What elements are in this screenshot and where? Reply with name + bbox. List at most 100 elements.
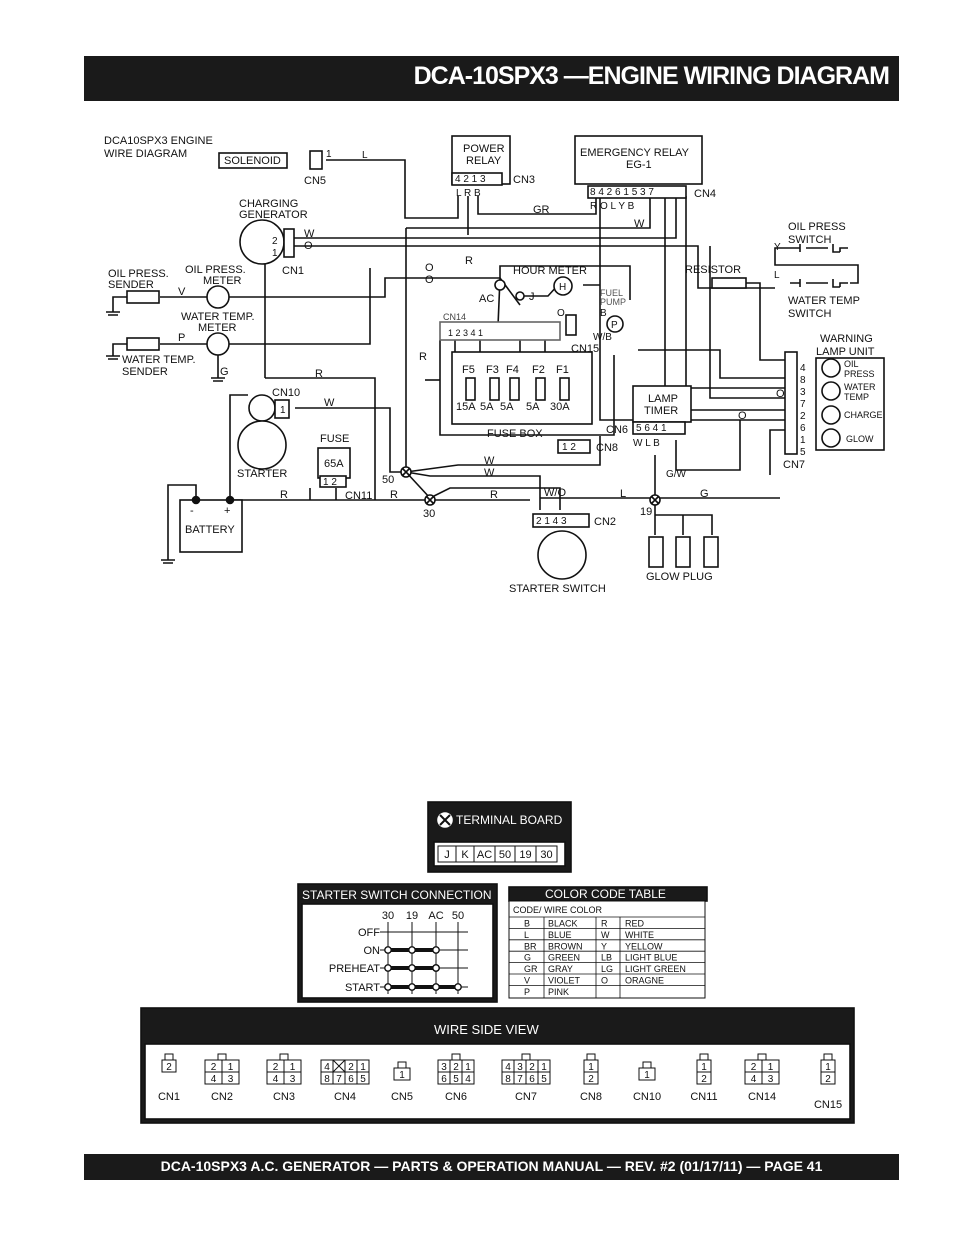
water-temp-switch <box>790 279 848 288</box>
connector-pin-number: 1 <box>825 1062 831 1073</box>
connector-label: CN14 <box>748 1091 776 1103</box>
cct-color: YELLOW <box>625 941 663 951</box>
connector-key <box>757 1053 767 1061</box>
connector-pin-cell <box>761 1071 780 1085</box>
ssc-column-label: 30 <box>382 910 394 922</box>
fuse-name: F4 <box>506 364 519 376</box>
lamp-timer-label-1: LAMP <box>648 393 678 405</box>
ground-symbol <box>161 559 175 564</box>
oil-press-sender-label-1: OIL PRESS. <box>108 268 169 280</box>
cn7-pin-5: 5 <box>800 447 806 458</box>
wire-label-r-5: R <box>390 489 398 501</box>
fuse-element <box>489 377 500 401</box>
terminal-cell-label: 30 <box>540 849 552 861</box>
connector-pin-number: 3 <box>441 1062 447 1073</box>
ground-symbol <box>106 343 127 360</box>
cn7-pin-4: 4 <box>800 363 806 374</box>
connector-pin-cell <box>283 1071 302 1085</box>
cn4-label: CN4 <box>694 188 716 200</box>
connector-label: CN2 <box>211 1091 233 1103</box>
wire-label-r-6: R <box>490 489 498 501</box>
connector-pin-number: 1 <box>588 1062 594 1073</box>
lamp-timer-box <box>632 385 692 423</box>
connector-label: CN7 <box>515 1091 537 1103</box>
wire-label-o-2: O <box>425 262 434 274</box>
lamp-water-temp <box>821 381 841 401</box>
lamp-water-temp-label-1: WATER <box>844 382 876 392</box>
cct-code: Y <box>601 941 607 951</box>
diagram-title-line2: WIRE DIAGRAM <box>104 148 187 160</box>
cn7-label: CN7 <box>783 459 805 471</box>
cn4-connector <box>587 185 687 199</box>
cn1-pin2: 2 <box>272 236 278 247</box>
fuse-rating-label: 5A <box>526 401 540 413</box>
cn5-label: CN5 <box>304 175 326 187</box>
cn3-connector <box>451 172 503 186</box>
cn3-pins: 4 2 1 3 <box>455 174 486 185</box>
wire-label-w-4: W <box>484 455 495 467</box>
cct-code: P <box>524 987 530 997</box>
ssc-column-label: AC <box>428 910 443 922</box>
battery-negative-post <box>191 495 201 505</box>
terminal-50-label: 50 <box>382 474 394 486</box>
cn7-pin-6: 6 <box>800 423 806 434</box>
cn14-connector <box>439 321 561 341</box>
connector-pin-number: 2 <box>348 1062 354 1073</box>
cn1-label: CN1 <box>282 265 304 277</box>
battery-plus-sign: + <box>224 505 230 517</box>
cn2-connector <box>532 513 590 528</box>
fuse-rating-label: 5A <box>500 401 514 413</box>
wire-label-g-2: G <box>700 488 709 500</box>
fuse-box <box>451 351 593 425</box>
fuse-element <box>465 377 476 401</box>
cct-code: GR <box>524 964 538 974</box>
terminal-cell-label: K <box>461 849 469 861</box>
connector-pin-number: 1 <box>228 1062 234 1073</box>
cct-color: BLACK <box>548 919 578 929</box>
cn8-label: CN8 <box>596 442 618 454</box>
fuse-name: F5 <box>462 364 475 376</box>
cn8-connector <box>557 439 591 454</box>
cct-code: O <box>601 976 608 986</box>
fuse-element <box>559 377 570 401</box>
lamp-charge <box>821 405 841 425</box>
cn3-label: CN3 <box>513 174 535 186</box>
lamp-water-temp-label-2: TEMP <box>844 392 869 402</box>
fuse-rating-label: 30A <box>550 401 570 413</box>
power-relay-wire-labels: L R B <box>456 188 481 199</box>
oil-press-meter <box>206 285 230 309</box>
cct-code: B <box>524 919 530 929</box>
wire-label-r-4: R <box>280 489 288 501</box>
wire-label-gw: G/W <box>666 469 687 480</box>
connector-pin-cell <box>696 1071 712 1085</box>
connector-pin-number: 8 <box>324 1074 330 1085</box>
warning-lamp-unit-label-1: WARNING <box>820 333 873 345</box>
connector-pin-number: 2 <box>825 1074 831 1085</box>
title-bar: DCA-10SPX3 —ENGINE WIRING DIAGRAM <box>84 56 899 101</box>
wire-label-j: J <box>529 291 535 303</box>
connector-pin-number: 2 <box>588 1074 594 1085</box>
cn1-pin1: 1 <box>272 248 278 259</box>
ssc-position-label: ON <box>364 945 381 957</box>
connector-pin-cell <box>537 1071 551 1085</box>
oil-press-switch-label-1: OIL PRESS <box>788 221 846 233</box>
cn15-connector <box>565 314 577 336</box>
terminal-19-label: 19 <box>640 506 652 518</box>
cn10-connector <box>274 399 290 419</box>
terminal-cell <box>535 845 558 863</box>
connector-blank-pin <box>332 1059 346 1073</box>
connector-pin-cell <box>221 1071 240 1085</box>
emergency-relay-label-1: EMERGENCY RELAY <box>580 147 690 159</box>
emergency-relay-label-2: EG-1 <box>626 159 652 171</box>
wire-label-ac: AC <box>479 293 494 305</box>
connector-label: CN6 <box>445 1091 467 1103</box>
cn4-pins: 8 4 2 6 1 5 3 7 <box>590 187 654 198</box>
wire-label-o-lamp-2: O <box>776 388 785 400</box>
connector-pin-number: 3 <box>290 1074 296 1085</box>
fuel-pump <box>606 315 624 333</box>
fuse-label: FUSE <box>320 433 349 445</box>
starter-label: STARTER <box>237 468 287 480</box>
battery <box>179 499 243 553</box>
wire-label-g: G <box>220 366 229 378</box>
